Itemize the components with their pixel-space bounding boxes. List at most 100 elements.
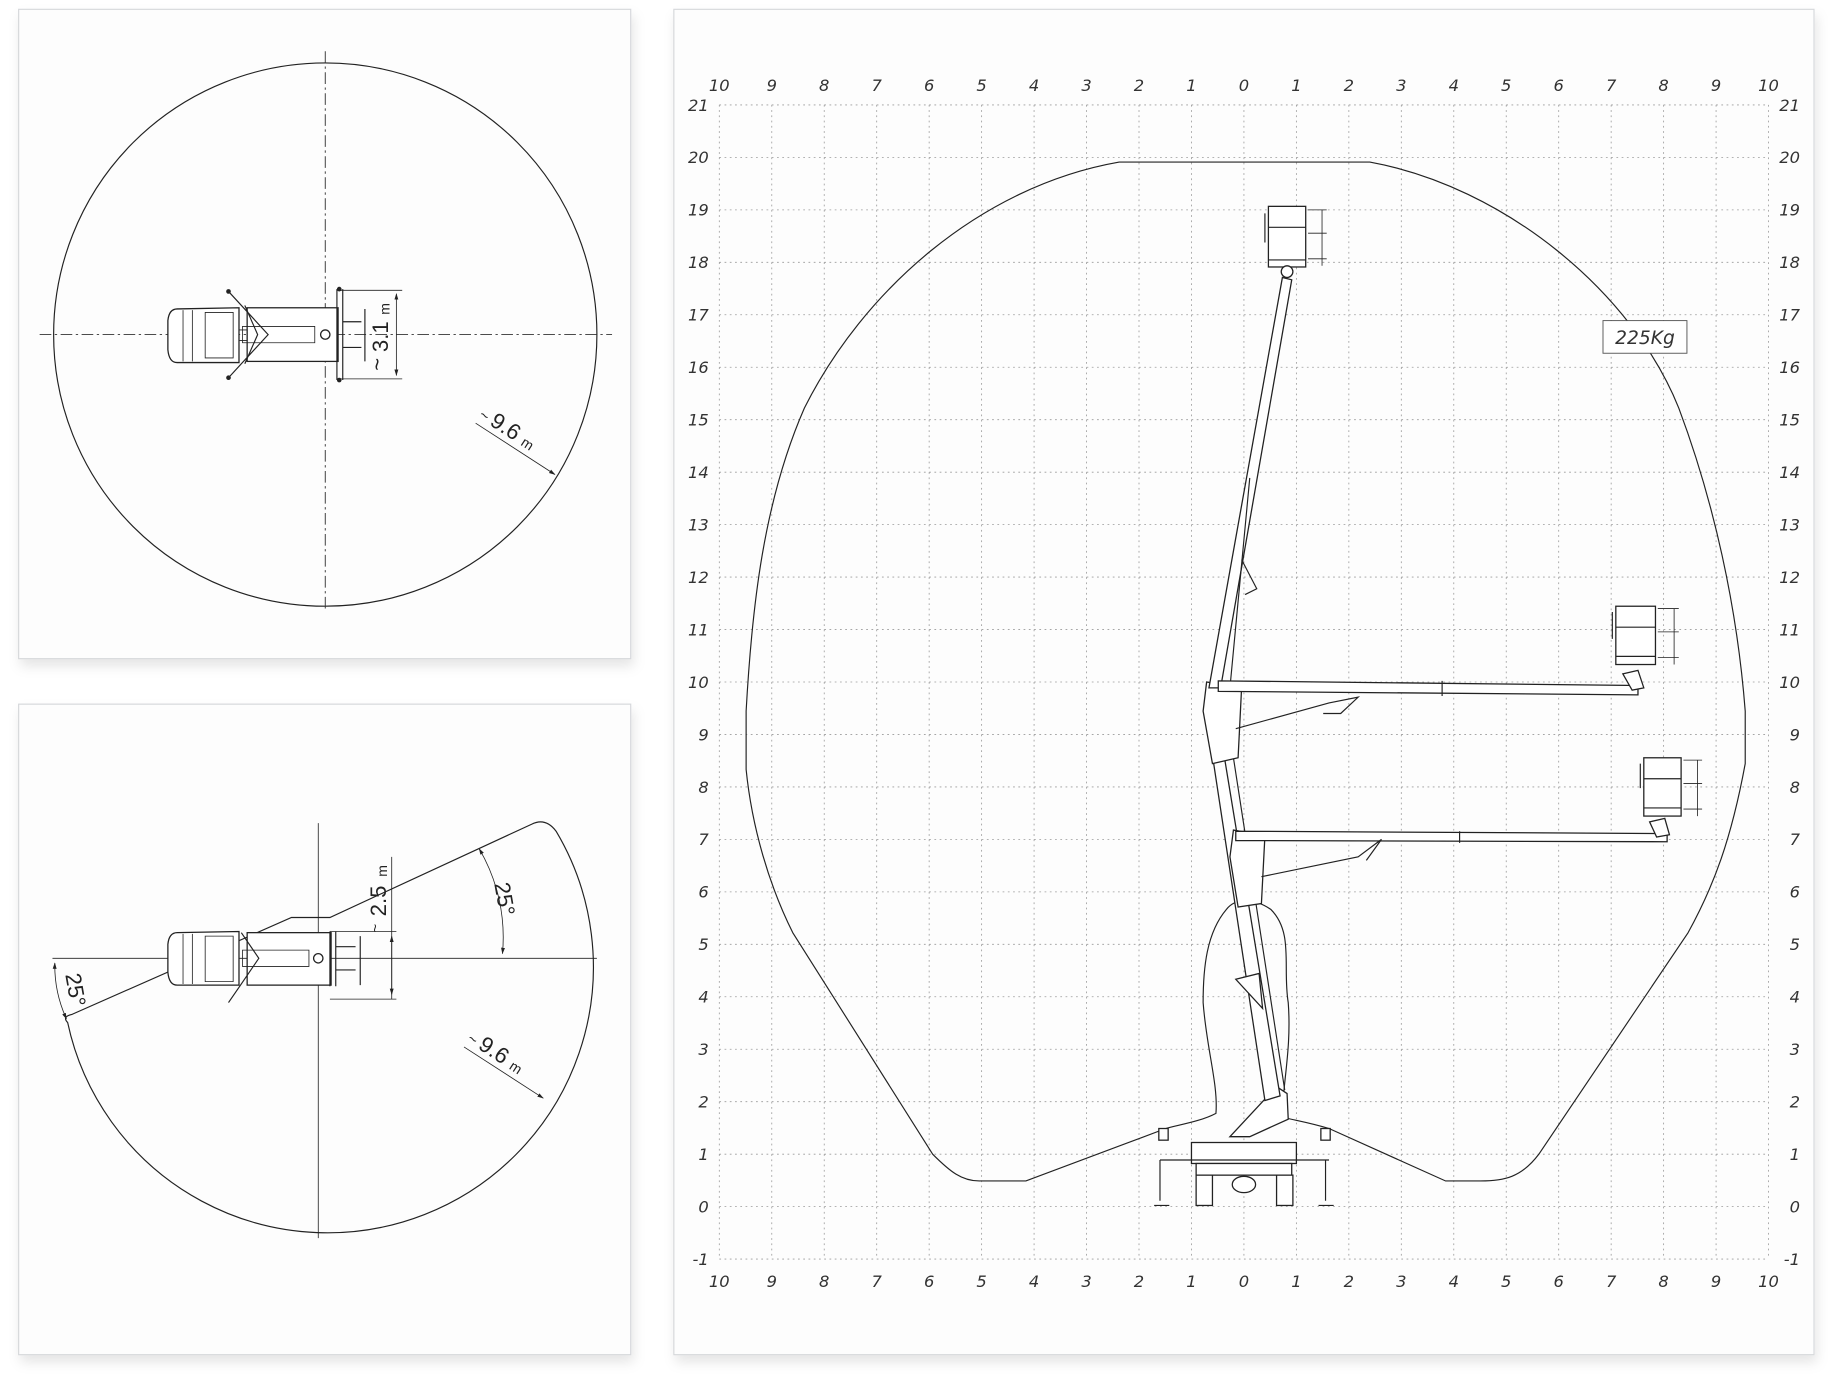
x-tick-label-top: 4 <box>1029 76 1039 95</box>
y-tick-label-right: 10 <box>1779 673 1800 692</box>
x-tick-label-bottom: 0 <box>1239 1272 1249 1291</box>
work-basket-low <box>1639 757 1703 838</box>
y-tick-label-right: 9 <box>1790 725 1800 744</box>
dimension-value: 3.1 <box>368 321 393 352</box>
x-tick-label-top: 8 <box>819 76 829 95</box>
upper-boom-horizontal-low <box>1235 830 1668 843</box>
angle-label-lower: 25° <box>60 971 90 1008</box>
y-tick-label-right: 7 <box>1790 830 1801 849</box>
y-tick-label-left: 11 <box>688 620 709 639</box>
y-tick-label-left: 20 <box>688 148 709 167</box>
y-tick-label-left: 2 <box>698 1093 708 1112</box>
x-tick-label-bottom: 5 <box>1501 1272 1511 1291</box>
x-tick-label-bottom: 8 <box>1658 1272 1668 1291</box>
x-tick-label-bottom: 4 <box>1029 1272 1039 1291</box>
x-tick-label-bottom: 3 <box>1081 1272 1091 1291</box>
x-tick-label-top: 6 <box>1554 76 1564 95</box>
x-tick-label-bottom: 7 <box>1606 1272 1617 1291</box>
x-tick-label-top: 9 <box>1711 76 1721 95</box>
y-tick-label-right: 11 <box>1779 620 1800 639</box>
x-tick-label-bottom: 2 <box>1134 1272 1144 1291</box>
x-tick-label-top: 5 <box>1501 76 1511 95</box>
truck-chassis <box>1154 1127 1334 1207</box>
y-tick-label-right: 20 <box>1779 148 1800 167</box>
y-tick-label-right: 4 <box>1790 988 1800 1007</box>
y-tick-label-left: 16 <box>688 358 709 377</box>
y-tick-label-right: 2 <box>1790 1093 1800 1112</box>
x-tick-label-bottom: 9 <box>767 1272 777 1291</box>
x-tick-label-bottom: 1 <box>1186 1272 1196 1291</box>
y-tick-label-left: 15 <box>688 411 709 430</box>
working-sector-outline <box>64 821 594 1234</box>
y-tick-label-left: 17 <box>688 306 709 325</box>
x-tick-label-bottom: 10 <box>709 1272 730 1291</box>
x-tick-label-top: 9 <box>767 76 777 95</box>
y-tick-label-left: 12 <box>688 568 709 587</box>
y-tick-label-left: 8 <box>698 778 708 797</box>
x-tick-label-top: 5 <box>976 76 986 95</box>
work-basket-top <box>1264 205 1327 279</box>
x-tick-label-bottom: 6 <box>1554 1272 1564 1291</box>
x-tick-label-bottom: 3 <box>1396 1272 1406 1291</box>
y-tick-label-left: 18 <box>688 253 709 272</box>
x-tick-label-top: 1 <box>1186 76 1196 95</box>
dimension-unit: m <box>374 865 390 877</box>
angle-dimension-upper: 25° <box>478 848 520 955</box>
y-tick-label-left: 7 <box>698 830 709 849</box>
truck-top-view <box>167 286 366 383</box>
width-dimension-3-1m: ~ 3.1 m <box>339 289 403 380</box>
work-basket-high <box>1611 605 1679 691</box>
x-tick-label-top: 10 <box>709 76 730 95</box>
x-tick-label-bottom: 2 <box>1344 1272 1354 1291</box>
y-tick-label-right: 8 <box>1790 778 1800 797</box>
y-tick-label-right: 17 <box>1779 306 1800 325</box>
y-tick-label-left: -1 <box>693 1250 709 1269</box>
y-tick-label-left: 9 <box>698 725 708 744</box>
x-tick-label-top: 3 <box>1081 76 1091 95</box>
x-tick-label-bottom: 8 <box>819 1272 829 1291</box>
y-tick-label-left: 0 <box>698 1197 708 1216</box>
x-tick-label-top: 8 <box>1658 76 1668 95</box>
y-tick-label-left: 6 <box>698 883 708 902</box>
y-tick-label-right: 15 <box>1779 411 1800 430</box>
x-tick-label-top: 10 <box>1758 76 1779 95</box>
y-tick-label-left: 3 <box>698 1040 708 1059</box>
upper-boom-vertical <box>1208 276 1293 689</box>
dimension-prefix: ~ <box>367 924 384 933</box>
y-tick-label-right: 5 <box>1790 935 1800 954</box>
x-tick-label-top: 2 <box>1344 76 1354 95</box>
x-tick-label-bottom: 5 <box>976 1272 986 1291</box>
y-tick-label-right: 6 <box>1790 883 1800 902</box>
y-tick-label-right: 1 <box>1790 1145 1800 1164</box>
dimension-unit: m <box>376 303 392 315</box>
x-tick-label-bottom: 10 <box>1758 1272 1779 1291</box>
top-view-panel: ~ 3.1 m ~ 9.6 m <box>18 8 632 660</box>
x-tick-label-bottom: 4 <box>1449 1272 1459 1291</box>
panel-frame <box>18 703 632 1356</box>
y-tick-label-right: 13 <box>1779 515 1800 534</box>
y-tick-label-left: 13 <box>688 515 709 534</box>
max-load-text: 225Kg <box>1615 328 1675 349</box>
angle-dimension-lower: 25° <box>52 962 91 1020</box>
x-tick-label-top: 6 <box>924 76 934 95</box>
x-tick-label-bottom: 7 <box>871 1272 882 1291</box>
y-tick-label-right: 14 <box>1779 463 1800 482</box>
max-load-label: 225Kg <box>1602 320 1688 354</box>
y-tick-label-left: 4 <box>698 988 708 1007</box>
dimension-value: 2.5 <box>366 886 391 917</box>
x-tick-label-bottom: 1 <box>1291 1272 1301 1291</box>
y-tick-label-left: 21 <box>688 96 709 115</box>
working-range-panel: 1010998877665544332211001122334455667788… <box>673 8 1815 1356</box>
y-tick-label-right: 3 <box>1790 1040 1800 1059</box>
x-tick-label-bottom: 9 <box>1711 1272 1721 1291</box>
x-tick-label-top: 2 <box>1134 76 1144 95</box>
x-tick-label-top: 4 <box>1449 76 1459 95</box>
y-tick-label-right: 21 <box>1779 96 1800 115</box>
y-tick-label-left: 1 <box>698 1145 708 1164</box>
x-tick-label-top: 7 <box>1606 76 1617 95</box>
y-tick-label-left: 10 <box>688 673 709 692</box>
y-tick-label-left: 19 <box>688 201 709 220</box>
width-dimension-2-5m: ~ 2.5 m <box>329 856 397 1000</box>
y-tick-label-right: 0 <box>1790 1197 1800 1216</box>
